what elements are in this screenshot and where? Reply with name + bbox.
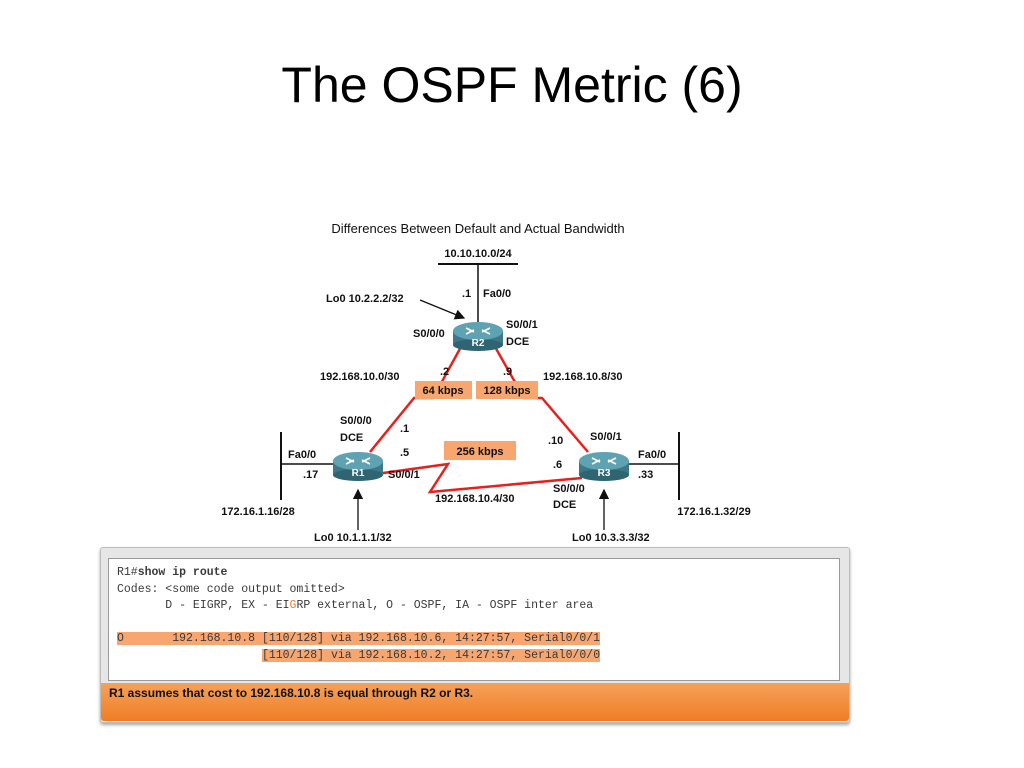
r3-s000-label: S0/0/0 [553, 483, 585, 495]
terminal-output: R1#show ip route Codes: <some code outpu… [108, 558, 840, 681]
left-lan-label: 172.16.1.16/28 [221, 506, 294, 518]
r2-left-host: .2 [440, 366, 449, 378]
left-lan [280, 432, 336, 500]
router-r2-name: R2 [472, 338, 485, 349]
r2-fa-host: .1 [462, 288, 471, 300]
slide-title: The OSPF Metric (6) [281, 57, 743, 113]
r2-right-host: .9 [503, 366, 512, 378]
router-r3-name: R3 [598, 468, 611, 479]
r3-loopback-label: Lo0 10.3.3.3/32 [572, 532, 650, 544]
r1-up-host: .1 [400, 423, 409, 435]
r3-fa-host: .33 [638, 469, 653, 481]
r1-fa-host: .17 [303, 469, 318, 481]
r1-fa-interface: Fa0/0 [288, 449, 316, 461]
right-lan [628, 432, 680, 500]
right-lan-label: 172.16.1.32/29 [677, 506, 750, 518]
terminal-route-line-1: O 192.168.10.8 [110/128] via 192.168.10.… [117, 632, 601, 645]
r3-left-up-host: .10 [548, 435, 563, 447]
terminal-panel: R1#show ip route Codes: <some code outpu… [100, 547, 850, 723]
r2-s001-label: S0/0/1 [506, 319, 538, 331]
top-lan-label: 10.10.10.0/24 [444, 248, 512, 260]
bandwidth-box-r1-r2: 64 kbps [415, 381, 472, 399]
top-lan [438, 263, 518, 322]
network-diagram: Differences Between Default and Actual B… [221, 221, 750, 544]
r1-right-host: .5 [400, 447, 409, 459]
figure-title: Differences Between Default and Actual B… [331, 221, 624, 236]
r3-dce-label: DCE [553, 499, 576, 511]
terminal-codes-line: Codes: <some code output omitted> [117, 582, 345, 596]
bandwidth-r1-r2: 64 kbps [423, 385, 464, 397]
bandwidth-r2-r3: 128 kbps [483, 385, 530, 397]
router-r1-name: R1 [352, 468, 365, 479]
caption-bar: R1 assumes that cost to 192.168.10.8 is … [101, 683, 849, 721]
r1-loopback-label: Lo0 10.1.1.1/32 [314, 532, 392, 544]
link-r1-r2-network: 192.168.10.0/30 [320, 371, 400, 383]
r1-dce-label: DCE [340, 432, 363, 444]
router-r2-icon[interactable]: R2 [453, 322, 503, 351]
terminal-route-line-2: [110/128] via 192.168.10.2, 14:27:57, Se… [261, 648, 601, 662]
r3-left-host: .6 [553, 459, 562, 471]
r1-s000-label: S0/0/0 [340, 415, 372, 427]
link-r1-r3-network: 192.168.10.4/30 [435, 493, 515, 505]
r1-s001-label: S0/0/1 [388, 469, 420, 481]
router-r3-icon[interactable]: R3 [579, 452, 629, 481]
terminal-prompt: R1# [117, 566, 138, 579]
r2-dce-label: DCE [506, 336, 529, 348]
r2-fa-interface: Fa0/0 [483, 288, 511, 300]
terminal-legend-line: D - EIGRP, EX - EIGRP external, O - OSPF… [117, 599, 594, 612]
r3-fa-interface: Fa0/0 [638, 449, 666, 461]
r3-s001-label: S0/0/1 [590, 431, 622, 443]
terminal-command: show ip route [137, 566, 228, 579]
bandwidth-box-r2-r3: 128 kbps [476, 381, 538, 399]
bandwidth-box-r1-r3: 256 kbps [444, 441, 516, 460]
r2-s000-label: S0/0/0 [413, 328, 445, 340]
router-r1-icon[interactable]: R1 [333, 452, 383, 481]
r2-loopback-label: Lo0 10.2.2.2/32 [326, 293, 404, 305]
serial-link-r1-r3 [375, 462, 583, 494]
bandwidth-r1-r3: 256 kbps [456, 446, 503, 458]
terminal-blank-line [117, 615, 839, 632]
link-r2-r3-network: 192.168.10.8/30 [543, 371, 623, 383]
terminal-command-line: R1#show ip route [117, 565, 839, 582]
